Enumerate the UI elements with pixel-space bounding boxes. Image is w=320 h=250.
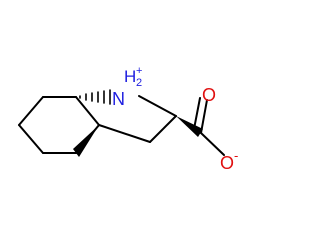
anionic-oxygen-symbol: O: [220, 153, 234, 173]
bond-c3a-c7a: [75, 96, 100, 126]
nitrogen-atom: N H 2 +: [112, 65, 142, 109]
hashed-wedge-bond: [79, 89, 111, 105]
bond-c2-n1: [138, 95, 177, 117]
bond-c3-c2: [149, 115, 177, 143]
molecule-structure: N H 2 + O O -: [18, 65, 238, 173]
nitrogen-hydrogen-label: H: [124, 67, 136, 86]
bond-c-o-double-1: [200, 99, 208, 134]
bond-c3a-c3: [98, 124, 151, 143]
nitrogen-hydrogen-count: 2: [136, 77, 142, 89]
bond-c7-c6: [18, 96, 44, 126]
anionic-oxygen-charge: -: [234, 148, 238, 163]
bond-c-o-single: [200, 132, 225, 156]
anionic-oxygen-atom: O -: [220, 148, 238, 173]
nitrogen-symbol: N: [112, 89, 125, 109]
carbonyl-oxygen-symbol: O: [202, 85, 216, 105]
bond-c-o-double-2: [193, 97, 201, 130]
solid-wedge-bond-c3a: [73, 125, 99, 157]
nitrogen-charge: +: [136, 65, 142, 77]
bond-c6-c5: [18, 124, 44, 154]
solid-wedge-bond-c2: [176, 116, 203, 137]
